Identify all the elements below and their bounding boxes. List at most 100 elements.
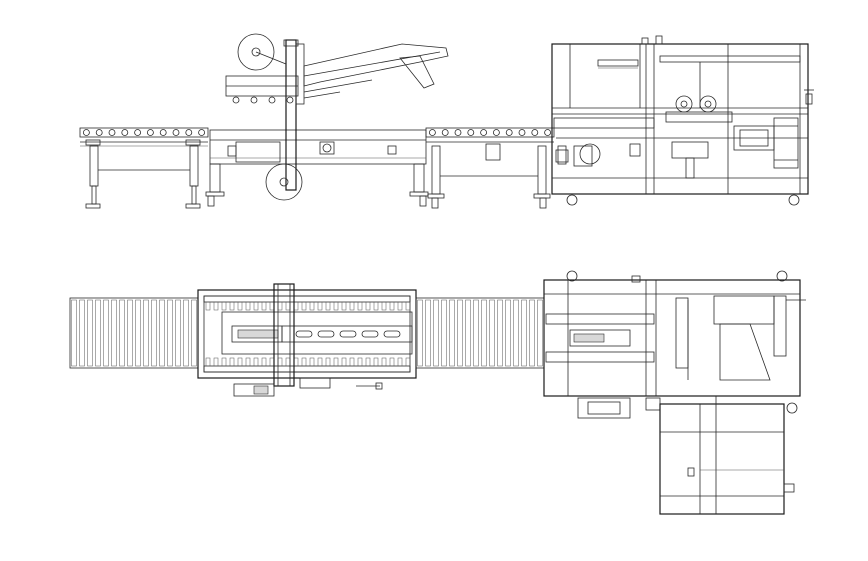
roller [505,299,511,367]
roller [425,299,431,367]
infeed-rollers-side [83,129,206,136]
carton-magazine [659,403,785,515]
roller [111,299,117,367]
roller [480,129,488,136]
roller [134,129,142,136]
belt-lug [349,357,355,367]
roller [433,299,439,367]
roller [441,299,447,367]
belt-lug [245,301,251,311]
belt-lug [293,357,299,367]
caster-wheel [788,194,800,206]
roller [441,129,449,136]
belt-lug [237,301,243,311]
case-sealer-plan [197,283,417,397]
belt-lug [221,357,227,367]
roller [529,299,535,367]
belt-lug [213,357,219,367]
roller [428,129,436,136]
roller [121,129,129,136]
roller [457,299,463,367]
roller [417,299,423,367]
roller [103,299,109,367]
belt-lug [213,301,219,311]
belt-lug [389,357,395,367]
infeed-conveyor-side [79,127,209,209]
roller [467,129,475,136]
roller [119,299,125,367]
control-box [235,141,281,163]
belt-lug [333,357,339,367]
belt-lug [253,301,259,311]
belt-lug [237,357,243,367]
belt-lug [205,357,211,367]
packer-machine-side [551,35,814,206]
sealer-slots [295,330,401,338]
roller [454,129,462,136]
belt-lug [261,357,267,367]
belt-lug [365,301,371,311]
belt-lug [373,357,379,367]
belt-lug [373,301,379,311]
roller [127,299,133,367]
belt-lug [389,301,395,311]
roller [167,299,173,367]
belt-lug [397,301,403,311]
roller [146,129,154,136]
roller [143,299,149,367]
belt-lug [285,301,291,311]
roller [87,299,93,367]
belt-lug [381,301,387,311]
belt-lug [309,301,315,311]
belt-lug [229,301,235,311]
roller [183,299,189,367]
belt-lug [277,301,283,311]
sealer-belt-lugs [205,301,411,367]
roller [71,299,77,367]
roller [513,299,519,367]
bottom-tape-roll [265,163,303,201]
infeed-rollers-plan [71,299,197,367]
slot [339,330,357,338]
belt-lug [341,301,347,311]
roller [518,129,526,136]
slot [295,330,313,338]
roller [159,129,167,136]
roller [449,299,455,367]
roller [465,299,471,367]
roller [95,129,103,136]
belt-lug [317,301,323,311]
roller [151,299,157,367]
drive-unit [319,141,335,155]
case-sealer-side [205,33,449,207]
belt-lug [357,357,363,367]
hmi-panel-plan [577,397,631,419]
roller [83,129,90,136]
roller [492,129,500,136]
belt-lug [309,357,315,367]
conveyor-leg [189,145,199,187]
mid-rollers-side [428,129,551,136]
roller [531,129,539,136]
roller [191,299,197,367]
mid-conveyor-plan [415,297,545,369]
roller [108,129,116,136]
roller [521,299,527,367]
belt-lug [341,357,347,367]
top-plan-view [69,270,806,515]
packer-frame-plan [543,279,801,397]
infeed-conveyor-plan [69,297,199,369]
belt-lug [317,357,323,367]
caster-wheel [566,194,578,206]
mid-rollers-plan [417,299,543,367]
belt-lug [397,357,403,367]
roller [135,299,141,367]
slot [361,330,379,338]
belt-lug [381,357,387,367]
roller [79,299,85,367]
roller [481,299,487,367]
roller [172,129,180,136]
belt-lug [277,357,283,367]
roller [497,299,503,367]
